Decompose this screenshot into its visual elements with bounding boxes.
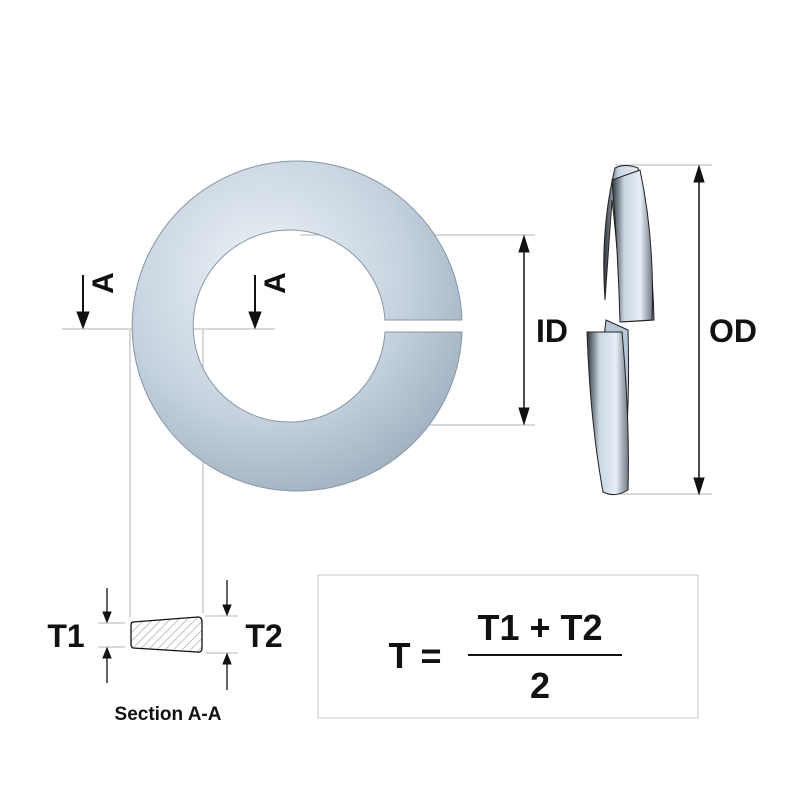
section-letter-right: A	[259, 272, 292, 294]
washer-side-view	[586, 165, 655, 496]
formula-box	[317, 574, 699, 719]
washer-front-view	[131, 160, 463, 492]
t1-label: T1	[47, 618, 84, 654]
od-dimension-arrow	[693, 164, 705, 496]
t2-arrows	[222, 580, 232, 690]
id-label: ID	[536, 313, 568, 349]
section-caption: Section A-A	[115, 704, 222, 725]
t1-arrows	[102, 588, 112, 683]
section-arrow-right	[248, 275, 262, 330]
od-label: OD	[709, 313, 757, 349]
section-profile	[130, 616, 203, 653]
t2-label: T2	[245, 618, 282, 654]
formula-denominator: 2	[530, 665, 550, 706]
section-letter-left: A	[87, 272, 120, 294]
formula-lhs: T =	[388, 635, 441, 676]
formula-numerator: T1 + T2	[477, 607, 602, 648]
id-dimension-arrow	[518, 234, 530, 426]
section-arrow-left	[76, 275, 90, 330]
